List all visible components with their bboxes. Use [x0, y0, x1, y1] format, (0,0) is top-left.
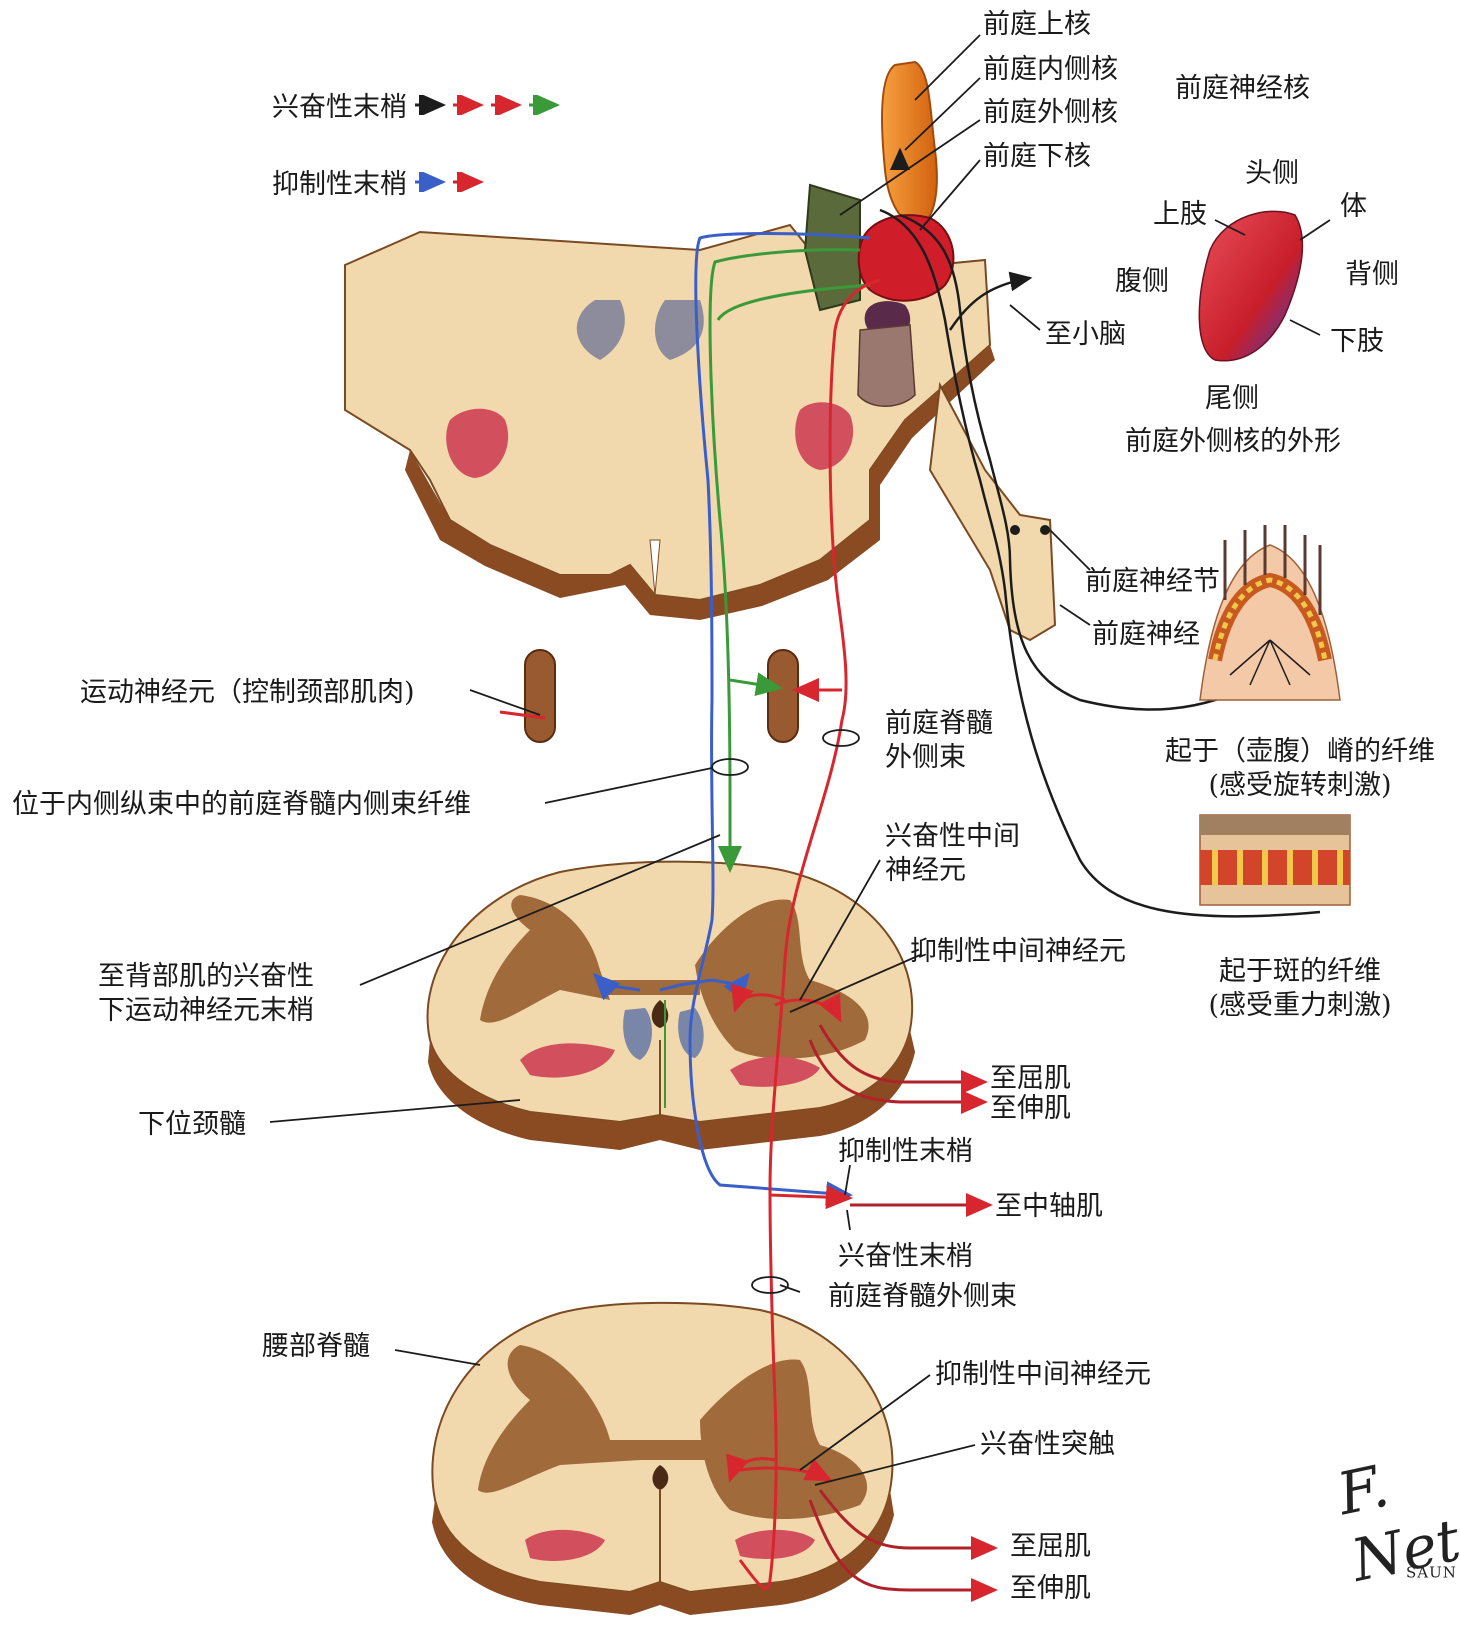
lumbar-cord-section	[432, 1303, 894, 1615]
label-to-extensor-lumbar: 至伸肌	[1010, 1572, 1091, 1606]
vestibular-nerve-stalk	[930, 385, 1055, 640]
label-macula-fibers: 起于斑的纤维 (感受重力刺激)	[1170, 955, 1430, 1023]
legend-inhibitory-label: 抑制性末梢	[272, 162, 407, 201]
label-ventral: 腹侧	[1115, 265, 1169, 299]
label-inferior-nucleus: 前庭下核	[983, 140, 1091, 174]
label-lateral-tract-line2: 外侧束	[885, 741, 993, 775]
cervical-cord-section	[428, 862, 915, 1150]
neck-motor-neuron-left	[525, 650, 555, 742]
label-dorsal: 背侧	[1345, 258, 1399, 292]
label-excitatory-synapse: 兴奋性突触	[980, 1428, 1115, 1462]
label-to-extensor-cervical: 至伸肌	[990, 1092, 1071, 1126]
label-macula-line2: (感受重力刺激)	[1170, 989, 1430, 1023]
label-dorsal-muscle-terminal: 至背部肌的兴奋性 下运动神经元末梢	[98, 960, 314, 1028]
label-vestibular-ganglion: 前庭神经节	[1085, 565, 1220, 599]
label-exc-inter-line1: 兴奋性中间	[885, 820, 1020, 854]
label-medial-tract-fibers: 位于内侧纵束中的前庭脊髓内侧束纤维	[12, 788, 471, 822]
label-inhibitory-interneuron-lumbar: 抑制性中间神经元	[935, 1358, 1151, 1392]
label-superior-nucleus: 前庭上核	[983, 8, 1091, 42]
label-rostral: 头侧	[1245, 157, 1299, 191]
label-caudal: 尾侧	[1205, 382, 1259, 416]
legend-excitatory: 兴奋性末梢	[272, 85, 563, 124]
label-lateral-shape-caption: 前庭外侧核的外形	[1125, 425, 1341, 459]
legend-excitatory-arrows	[413, 95, 563, 115]
label-to-flexor-cervical: 至屈肌	[990, 1062, 1071, 1096]
label-ampulla-line1: 起于（壶腹）嵴的纤维	[1140, 735, 1460, 769]
label-lateral-tract-upper: 前庭脊髓 外侧束	[885, 707, 993, 775]
label-inhibitory-terminal: 抑制性末梢	[838, 1135, 973, 1169]
neck-motor-neuron-right	[768, 650, 798, 742]
legend-inhibitory: 抑制性末梢	[272, 162, 493, 201]
label-lateral-tract-line1: 前庭脊髓	[885, 707, 993, 741]
label-medial-nucleus: 前庭内侧核	[983, 53, 1118, 87]
label-vestibular-nerve: 前庭神经	[1092, 618, 1200, 652]
label-lateral-nucleus: 前庭外侧核	[983, 96, 1118, 130]
label-lumbar-cord: 腰部脊髓	[262, 1330, 370, 1364]
label-ampulla-fibers: 起于（壶腹）嵴的纤维 (感受旋转刺激)	[1140, 735, 1460, 803]
label-to-axial-muscle: 至中轴肌	[995, 1190, 1103, 1224]
legend-excitatory-label: 兴奋性末梢	[272, 85, 407, 124]
label-to-flexor-lumbar: 至屈肌	[1010, 1530, 1091, 1564]
label-lateral-tract-lower: 前庭脊髓外侧束	[828, 1280, 1017, 1314]
label-exc-inter-line2: 神经元	[885, 854, 1020, 888]
label-vestibular-nuclei-title: 前庭神经核	[1175, 72, 1310, 106]
lateral-nucleus-3d-shape	[1199, 211, 1302, 360]
label-dorsal-line1: 至背部肌的兴奋性	[98, 960, 314, 994]
label-inhibitory-interneuron-cervical: 抑制性中间神经元	[910, 935, 1126, 969]
label-lower-cervical-cord: 下位颈髓	[138, 1108, 246, 1142]
label-lower-limb: 下肢	[1330, 325, 1384, 359]
label-neck-motor-neuron: 运动神经元（控制颈部肌肉)	[80, 676, 415, 710]
label-upper-limb: 上肢	[1153, 198, 1207, 232]
macula-illustration	[1200, 815, 1350, 905]
label-excitatory-terminal: 兴奋性末梢	[838, 1240, 973, 1274]
label-ampulla-line2: (感受旋转刺激)	[1140, 769, 1460, 803]
crista-ampullaris-illustration	[1200, 525, 1340, 700]
label-excitatory-interneuron: 兴奋性中间 神经元	[885, 820, 1020, 888]
label-macula-line1: 起于斑的纤维	[1170, 955, 1430, 989]
label-trunk: 体	[1340, 190, 1367, 224]
signature-publisher: SAUN	[1406, 1564, 1460, 1582]
label-dorsal-line2: 下运动神经元末梢	[98, 994, 314, 1028]
legend-inhibitory-arrows	[413, 172, 493, 192]
label-to-cerebellum: 至小脑	[1045, 318, 1126, 352]
